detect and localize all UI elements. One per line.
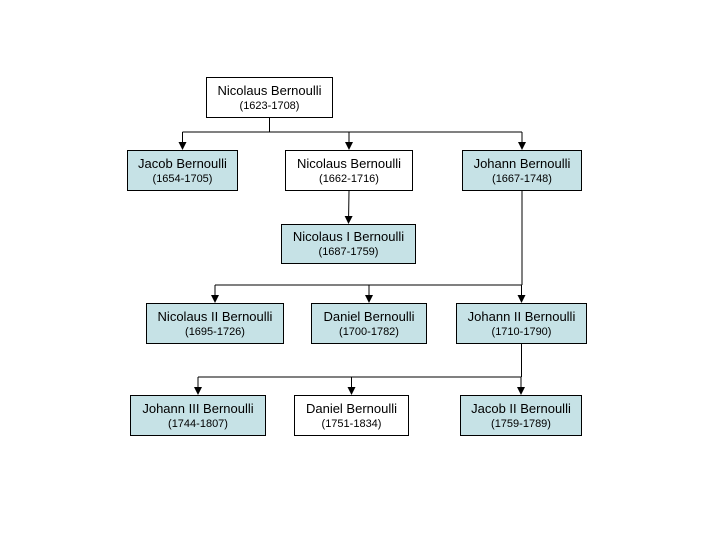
node-jacob-ii-bernoulli: Jacob II Bernoulli (1759-1789) <box>460 395 582 436</box>
node-name: Daniel Bernoulli <box>323 308 415 324</box>
node-years: (1700-1782) <box>339 325 399 338</box>
node-nicolaus-bernoulli-1623: Nicolaus Bernoulli (1623-1708) <box>206 77 333 118</box>
node-name: Johann III Bernoulli <box>142 400 254 416</box>
node-nicolaus-ii-bernoulli: Nicolaus II Bernoulli (1695-1726) <box>146 303 284 344</box>
node-jacob-bernoulli-1654: Jacob Bernoulli (1654-1705) <box>127 150 238 191</box>
node-nicolaus-i-bernoulli: Nicolaus I Bernoulli (1687-1759) <box>281 224 416 264</box>
node-daniel-bernoulli-1700: Daniel Bernoulli (1700-1782) <box>311 303 427 344</box>
node-name: Nicolaus I Bernoulli <box>292 229 405 244</box>
node-name: Johann Bernoulli <box>473 155 571 171</box>
node-nicolaus-bernoulli-1662: Nicolaus Bernoulli (1662-1716) <box>285 150 413 191</box>
node-johann-bernoulli-1667: Johann Bernoulli (1667-1748) <box>462 150 582 191</box>
node-name: Daniel Bernoulli <box>305 400 398 416</box>
node-years: (1710-1790) <box>491 325 552 338</box>
node-daniel-bernoulli-1751: Daniel Bernoulli (1751-1834) <box>294 395 409 436</box>
node-name: Nicolaus Bernoulli <box>296 155 402 171</box>
node-name: Johann II Bernoulli <box>467 308 576 324</box>
node-years: (1751-1834) <box>321 417 382 430</box>
node-years: (1759-1789) <box>491 417 551 430</box>
node-years: (1687-1759) <box>318 246 379 258</box>
node-name: Jacob II Bernoulli <box>471 400 571 416</box>
node-name: Jacob Bernoulli <box>138 155 227 171</box>
node-years: (1662-1716) <box>319 172 379 185</box>
node-johann-iii-bernoulli: Johann III Bernoulli (1744-1807) <box>130 395 266 436</box>
node-years: (1667-1748) <box>492 172 552 185</box>
node-years: (1695-1726) <box>185 325 245 338</box>
node-years: (1744-1807) <box>168 417 228 430</box>
node-johann-ii-bernoulli: Johann II Bernoulli (1710-1790) <box>456 303 587 344</box>
node-name: Nicolaus Bernoulli <box>217 82 322 98</box>
node-years: (1623-1708) <box>239 99 300 112</box>
connector-arrow <box>344 190 353 224</box>
node-name: Nicolaus II Bernoulli <box>157 308 273 324</box>
node-years: (1654-1705) <box>152 172 213 185</box>
